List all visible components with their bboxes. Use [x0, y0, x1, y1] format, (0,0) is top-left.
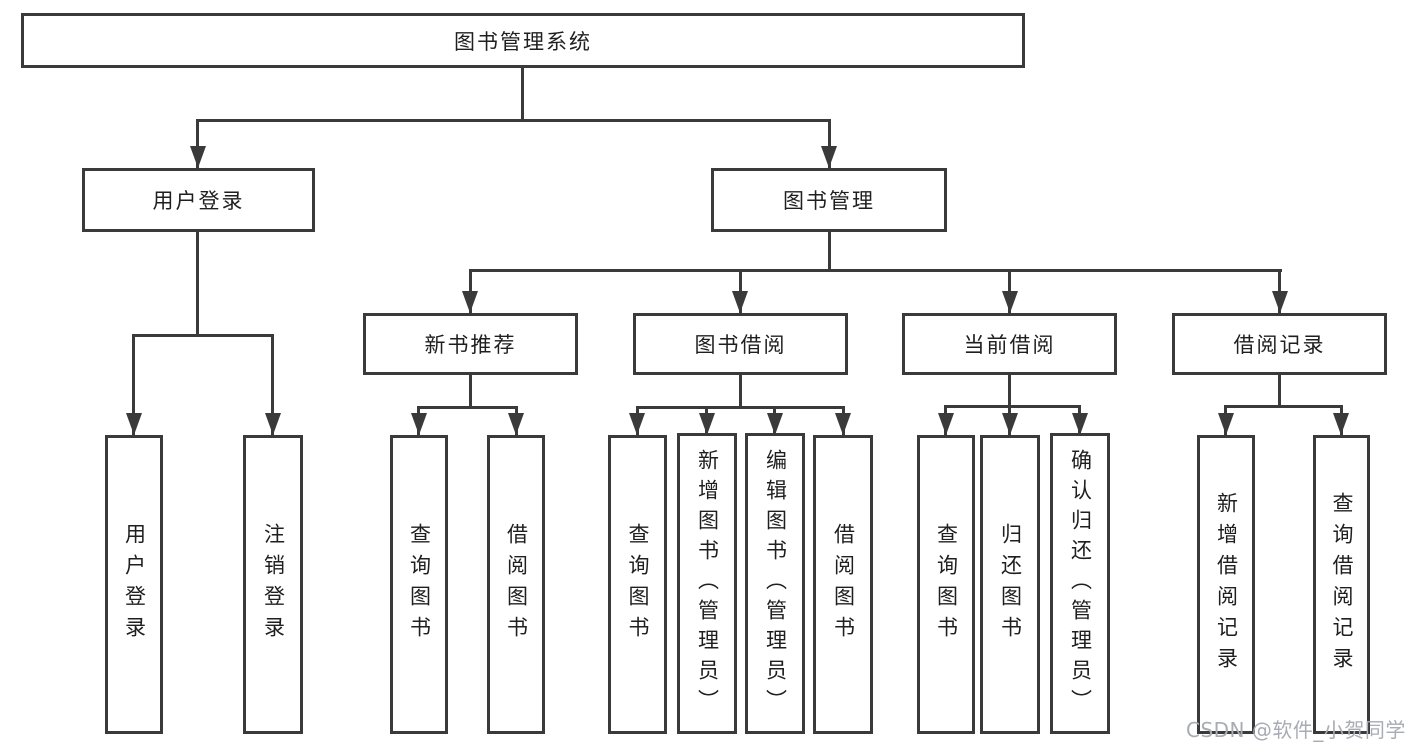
node-borrow-record: 借阅记录: [1172, 313, 1387, 375]
node-leaf-br-add-record-label: 新增借阅记录: [1214, 491, 1239, 678]
connector-currentborrow-hbar: [944, 405, 1081, 408]
connector-root-drop-right: [828, 119, 831, 168]
node-leaf-br-query-record: 查询借阅记录: [1313, 435, 1370, 734]
node-leaf-bb-add-book: 新增图书（管理员）: [677, 433, 737, 734]
node-leaf-cb-return-book: 归还图书: [980, 435, 1040, 734]
connector-currentborrow-stem: [1008, 373, 1011, 408]
node-leaf-bb-borrow-book: 借阅图书: [813, 435, 873, 734]
node-leaf-nb-borrow-book: 借阅图书: [487, 435, 545, 734]
arrow-down-icon: [767, 413, 783, 435]
node-leaf-logout-label: 注销登录: [261, 522, 286, 647]
connector-bookmgmt-hbar: [469, 269, 1282, 272]
csdn-watermark: CSDN @软件_小贺同学: [1186, 718, 1405, 742]
node-current-borrow: 当前借阅: [902, 313, 1117, 375]
node-leaf-cb-confirm-return: 确认归还（管理员）: [1050, 433, 1110, 734]
node-leaf-bb-query-book: 查询图书: [608, 435, 667, 734]
node-leaf-bb-edit-book: 编辑图书（管理员）: [745, 433, 805, 734]
arrow-down-icon: [1333, 413, 1349, 435]
connector-borrowrecord-stem: [1278, 373, 1281, 408]
node-leaf-bb-edit-book-label: 编辑图书（管理员）: [763, 448, 788, 719]
arrow-down-icon: [732, 291, 748, 313]
node-leaf-nb-query-book: 查询图书: [390, 435, 448, 734]
node-new-book-rec: 新书推荐: [363, 313, 578, 375]
arrow-down-icon: [938, 413, 954, 435]
node-leaf-cb-query-book-label: 查询图书: [934, 522, 959, 647]
node-leaf-user-login: 用户登录: [105, 435, 163, 734]
arrow-down-icon: [1072, 413, 1088, 435]
arrow-down-icon: [821, 146, 837, 168]
node-new-book-rec-label: 新书推荐: [424, 333, 517, 357]
node-leaf-br-query-record-label: 查询借阅记录: [1330, 491, 1354, 678]
node-leaf-nb-borrow-book-label: 借阅图书: [504, 522, 529, 647]
arrow-down-icon: [126, 413, 142, 435]
node-leaf-nb-query-book-label: 查询图书: [407, 522, 432, 647]
connector-borrowrecord-hbar: [1224, 405, 1343, 408]
node-book-mgmt-label: 图书管理: [783, 189, 875, 213]
connector-userlogin-hbar: [132, 334, 274, 337]
node-book-borrow-label: 图书借阅: [694, 333, 787, 357]
node-leaf-logout: 注销登录: [243, 435, 303, 734]
node-user-login-label: 用户登录: [152, 189, 245, 213]
node-root-label: 图书管理系统: [454, 29, 592, 54]
connector-bookborrow-hbar: [636, 406, 845, 409]
connector-bookmgmt-stem: [828, 230, 831, 272]
node-leaf-cb-query-book: 查询图书: [917, 435, 975, 734]
connector-userlogin-drop-2: [271, 334, 274, 435]
node-leaf-cb-return-book-label: 归还图书: [998, 522, 1023, 647]
node-leaf-cb-confirm-return-label: 确认归还（管理员）: [1068, 448, 1093, 719]
connector-userlogin-stem: [196, 230, 199, 337]
arrow-down-icon: [1002, 291, 1018, 313]
arrow-down-icon: [835, 413, 851, 435]
node-book-mgmt: 图书管理: [711, 168, 947, 232]
arrow-down-icon: [1002, 413, 1018, 435]
connector-userlogin-drop-1: [132, 334, 135, 435]
node-leaf-bb-borrow-book-label: 借阅图书: [831, 522, 856, 647]
node-leaf-br-add-record: 新增借阅记录: [1197, 435, 1255, 734]
arrow-down-icon: [190, 146, 206, 168]
connector-newbook-hbar: [417, 406, 518, 409]
arrow-down-icon: [508, 413, 524, 435]
arrow-down-icon: [629, 413, 645, 435]
connector-root-stem: [521, 66, 524, 121]
arrow-down-icon: [699, 413, 715, 435]
node-root: 图书管理系统: [21, 13, 1025, 68]
node-leaf-bb-query-book-label: 查询图书: [626, 522, 650, 647]
arrow-down-icon: [462, 291, 478, 313]
arrow-down-icon: [1218, 413, 1234, 435]
node-leaf-bb-add-book-label: 新增图书（管理员）: [695, 448, 720, 719]
connector-newbook-stem: [469, 373, 472, 409]
node-current-borrow-label: 当前借阅: [963, 333, 1056, 357]
arrow-down-icon: [265, 413, 281, 435]
node-leaf-user-login-label: 用户登录: [122, 522, 147, 647]
node-user-login: 用户登录: [82, 168, 315, 232]
connector-root-hbar: [196, 119, 831, 122]
arrow-down-icon: [411, 413, 427, 435]
arrow-down-icon: [1272, 291, 1288, 313]
node-borrow-record-label: 借阅记录: [1233, 333, 1326, 357]
connector-root-drop-left: [196, 119, 199, 168]
node-book-borrow: 图书借阅: [633, 313, 848, 375]
connector-bookborrow-stem: [739, 373, 742, 409]
